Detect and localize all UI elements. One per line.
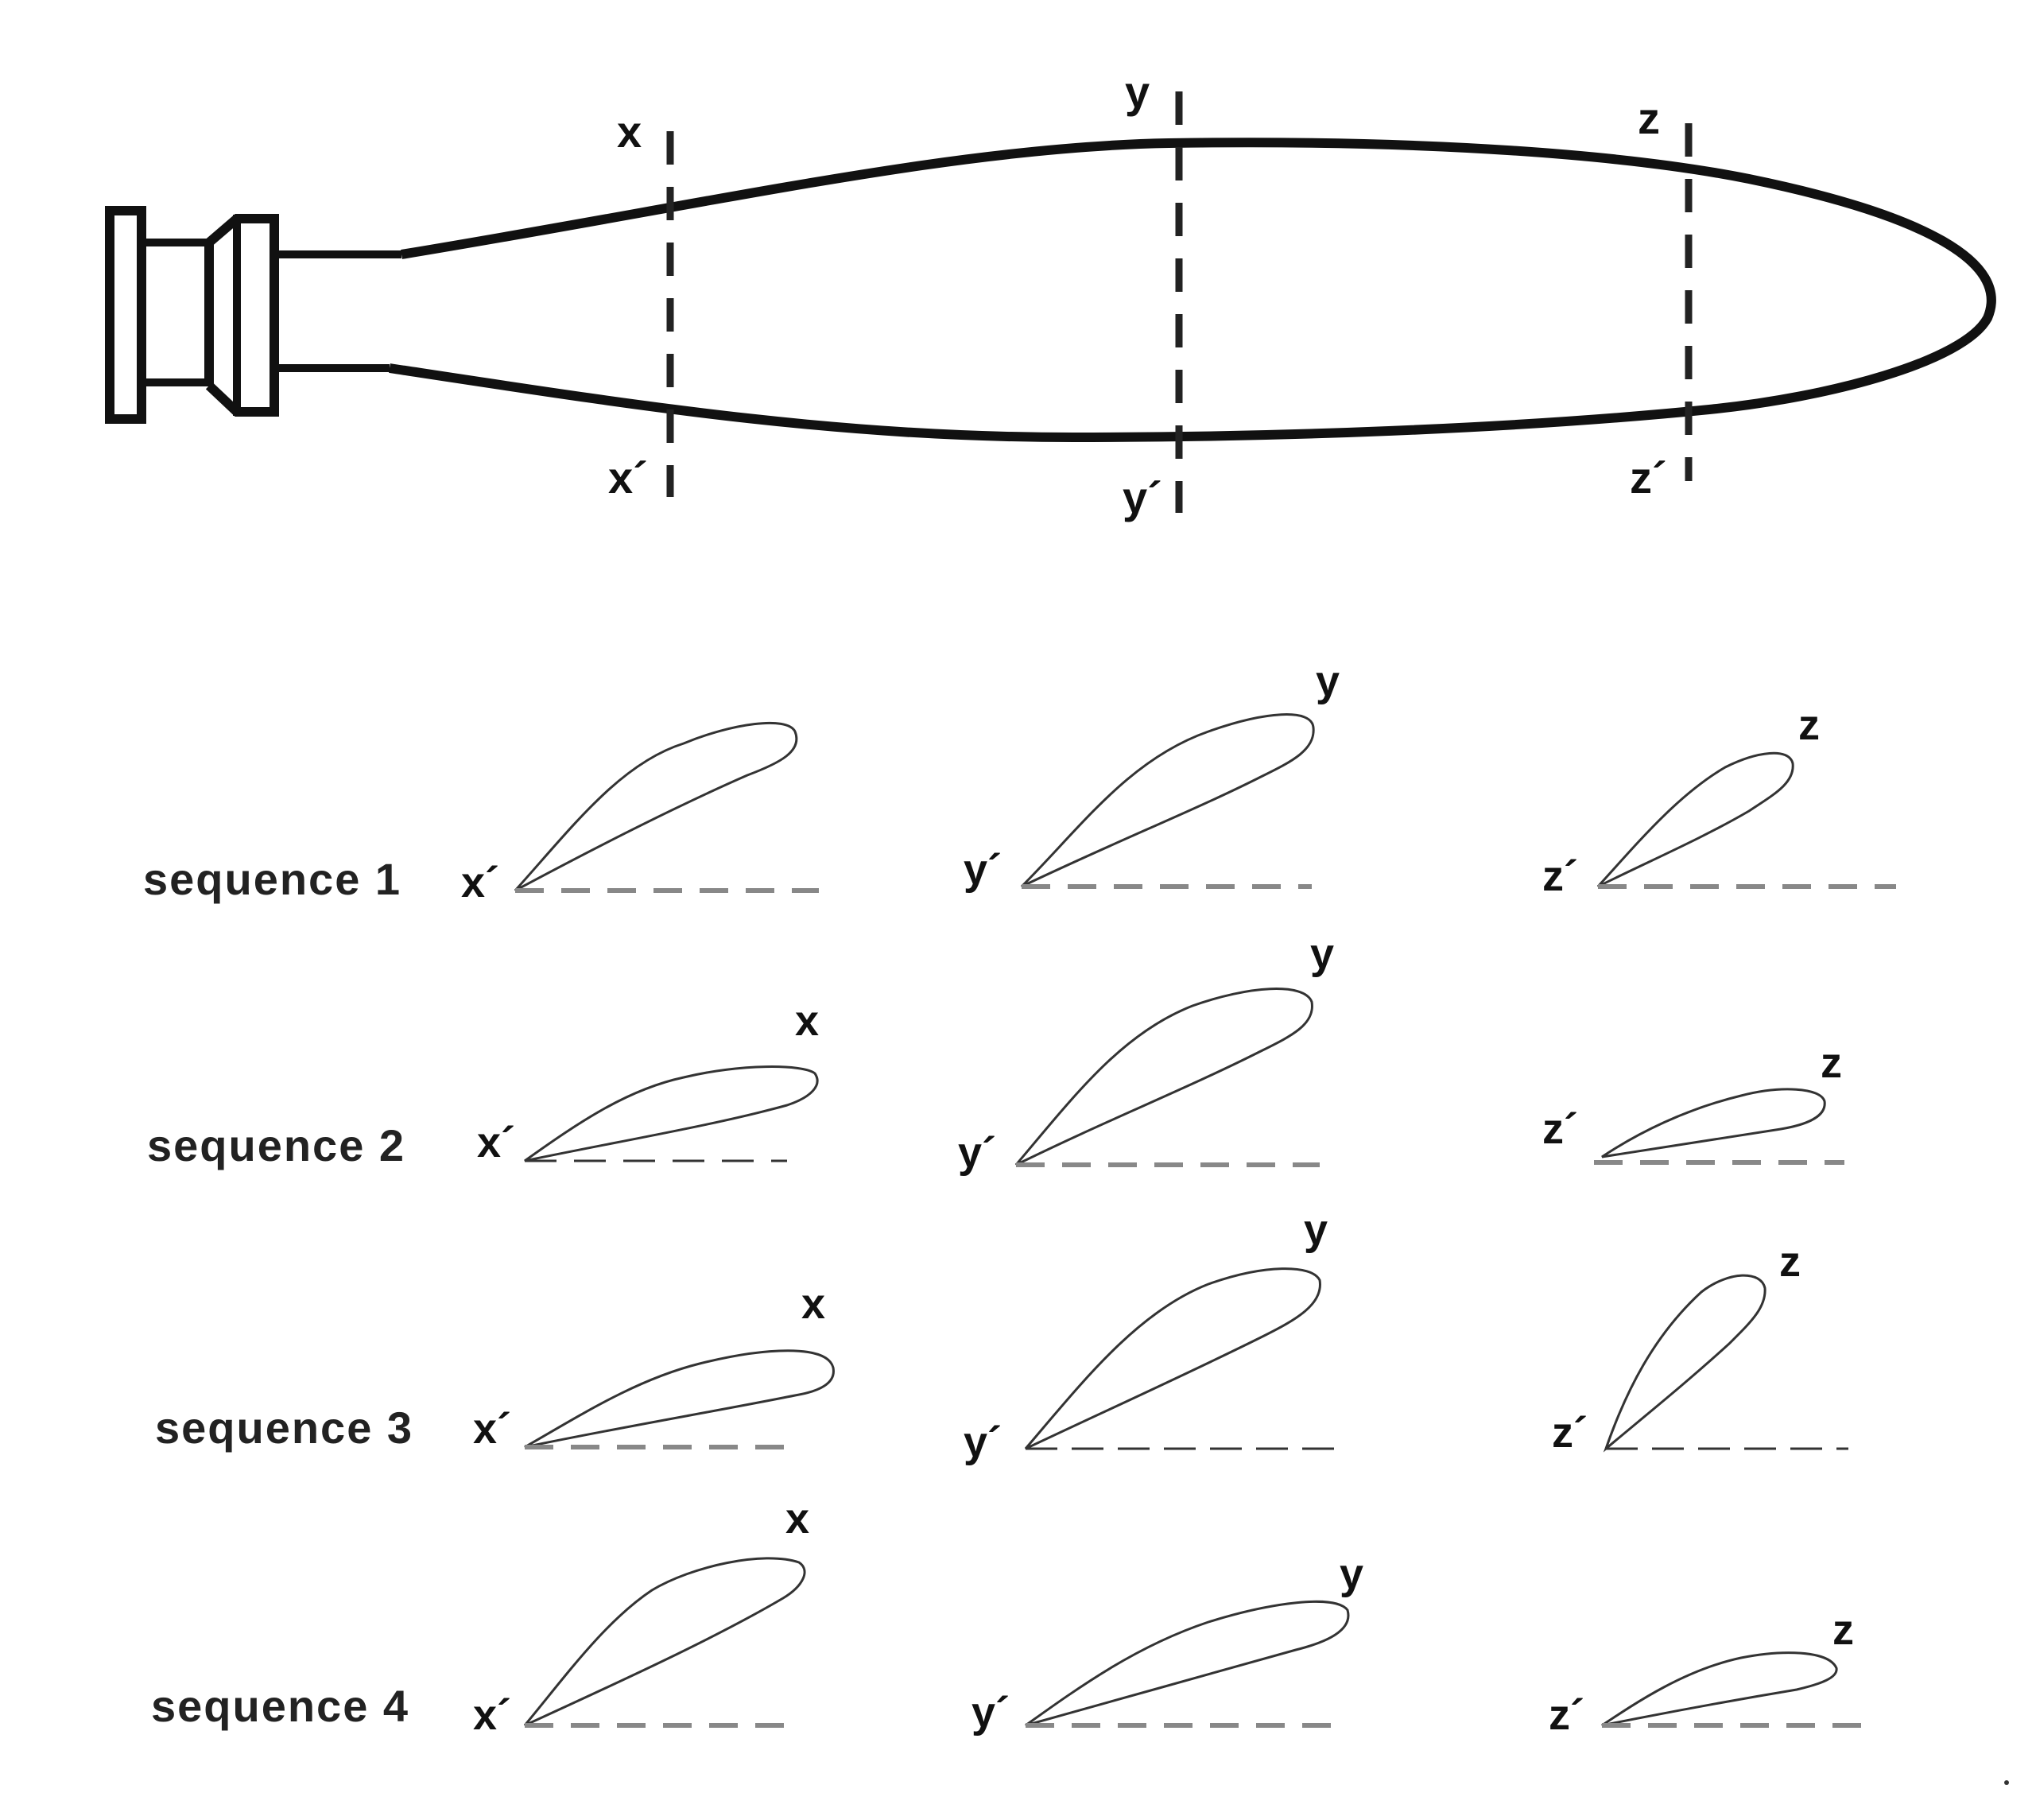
lobe-z <box>1596 751 1794 888</box>
lobe-z <box>1601 1651 1838 1727</box>
end-cap-ring-inner <box>233 215 278 416</box>
label-top-x: x <box>795 997 819 1045</box>
sequence-row-1: sequence 1 x´ y´ y z´ z <box>143 658 1896 906</box>
label-z-top: z <box>1638 93 1660 143</box>
label-base-x: x´ <box>461 859 499 906</box>
sequence-label: sequence 2 <box>147 1120 405 1170</box>
end-cap-ring <box>204 214 279 417</box>
label-base-y: y´ <box>964 846 1002 894</box>
label-x-top: x <box>617 107 642 157</box>
label-base-z: z´ <box>1552 1409 1588 1457</box>
lobe-y <box>1024 1267 1321 1450</box>
tube-body-outline <box>389 138 1996 443</box>
end-cap-inner <box>138 239 213 386</box>
tube-neck <box>274 250 401 372</box>
label-y-bottom: y´ <box>1123 472 1162 522</box>
lobe-y <box>1014 988 1313 1166</box>
lobe-z <box>1603 1274 1766 1453</box>
sequence-label: sequence 4 <box>151 1681 409 1731</box>
label-base-z: z´ <box>1542 852 1578 900</box>
section-lines <box>666 91 1693 513</box>
sequence-row-4: sequence 4 x´ x y´ y z´ z <box>151 1495 1876 1739</box>
lobe-x <box>524 1349 835 1449</box>
label-base-x: x´ <box>473 1405 511 1453</box>
label-top-z: z <box>1832 1606 1854 1654</box>
label-top-z: z <box>1779 1238 1801 1286</box>
section-labels: x x´ y y´ z z´ <box>608 67 1667 522</box>
label-z-bottom: z´ <box>1630 452 1667 503</box>
lobe-y <box>1025 1600 1350 1727</box>
lobe-x <box>523 1557 806 1727</box>
label-top-y: y <box>1316 658 1340 705</box>
sequence-label: sequence 3 <box>155 1403 413 1453</box>
label-base-y: y´ <box>971 1689 1010 1737</box>
label-top-x: x <box>785 1495 809 1543</box>
tube-diagram <box>105 138 1996 443</box>
label-y-top: y <box>1125 67 1150 117</box>
sequence-row-3: sequence 3 x´ x y´ y z´ z <box>155 1206 1848 1466</box>
lobe-z <box>1601 1088 1826 1158</box>
label-x-bottom: x´ <box>608 452 648 503</box>
lobe-x <box>514 721 798 892</box>
label-base-z: z´ <box>1542 1105 1578 1153</box>
label-base-x: x´ <box>477 1119 515 1166</box>
label-top-x: x <box>801 1280 825 1328</box>
label-base-x: x´ <box>473 1691 511 1739</box>
sequence-row-2: sequence 2 x´ x y´ y z´ z <box>147 930 1844 1177</box>
label-base-z: z´ <box>1549 1691 1584 1739</box>
label-base-y: y´ <box>958 1129 996 1177</box>
end-cap-flange <box>105 206 146 424</box>
label-top-y: y <box>1304 1206 1328 1254</box>
label-top-y: y <box>1340 1550 1363 1598</box>
lobe-y <box>1020 713 1315 888</box>
lobe-x <box>524 1065 819 1162</box>
stray-dot <box>2004 1780 2009 1785</box>
sequence-label: sequence 1 <box>143 854 401 904</box>
label-top-y: y <box>1310 930 1334 978</box>
label-top-z: z <box>1821 1039 1842 1087</box>
label-base-y: y´ <box>964 1418 1002 1466</box>
label-top-z: z <box>1798 701 1820 749</box>
